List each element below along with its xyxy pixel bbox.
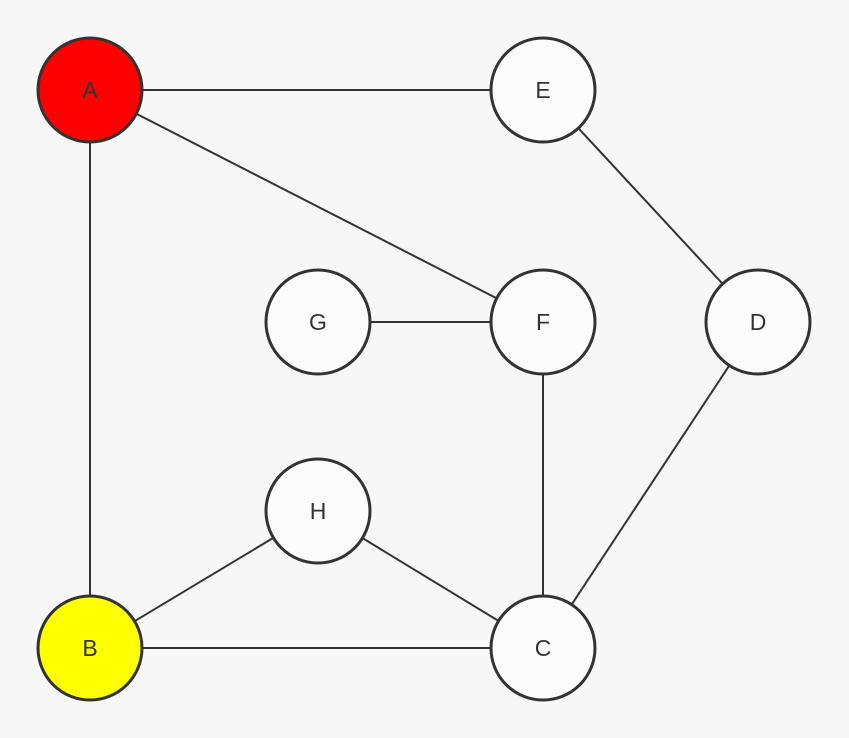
node-A[interactable]: A [36, 36, 144, 144]
node-E-label: E [535, 77, 550, 103]
node-F-circle[interactable] [489, 268, 597, 376]
node-D-circle[interactable] [704, 268, 812, 376]
node-E[interactable]: E [489, 36, 597, 144]
node-G-label: G [309, 309, 327, 335]
node-F-label: F [536, 309, 550, 335]
node-F[interactable]: F [489, 268, 597, 376]
edge-D-C [542, 321, 759, 649]
node-C-label: C [535, 635, 552, 661]
node-A-label: A [82, 77, 98, 103]
node-C-circle[interactable] [489, 594, 597, 702]
node-B[interactable]: B [36, 594, 144, 702]
node-E-circle[interactable] [489, 36, 597, 144]
node-G-circle[interactable] [264, 268, 372, 376]
node-D-label: D [750, 309, 767, 335]
node-H-circle[interactable] [264, 457, 372, 565]
node-B-label: B [82, 635, 97, 661]
node-A-circle[interactable] [36, 36, 144, 144]
node-H-label: H [310, 498, 327, 524]
node-C[interactable]: C [489, 594, 597, 702]
edge-A-F [89, 89, 544, 323]
node-B-circle[interactable] [36, 594, 144, 702]
node-G[interactable]: G [264, 268, 372, 376]
node-H[interactable]: H [264, 457, 372, 565]
node-D[interactable]: D [704, 268, 812, 376]
